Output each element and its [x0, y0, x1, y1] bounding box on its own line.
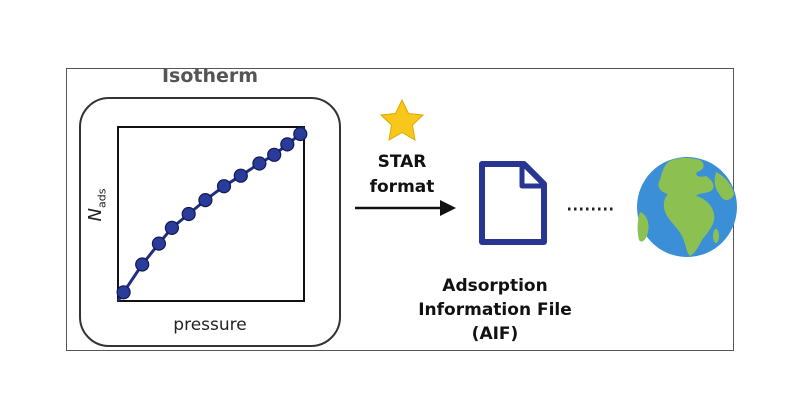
data-point — [252, 156, 267, 171]
star-format-label: STAR format — [352, 150, 452, 200]
x-axis-label: pressure — [173, 315, 247, 335]
data-point — [181, 206, 196, 222]
plot-marks — [116, 126, 308, 302]
star-icon — [379, 98, 425, 141]
aif-line-2: Information File — [418, 300, 572, 320]
data-point — [267, 147, 282, 162]
data-point — [233, 168, 248, 183]
aif-line-3: (AIF) — [471, 324, 519, 344]
data-point — [293, 126, 308, 142]
data-point — [135, 257, 150, 272]
isotherm-title: Isotherm — [161, 65, 259, 87]
data-point — [164, 220, 179, 235]
aif-label: Adsorption Information File (AIF) — [405, 274, 585, 346]
data-point — [216, 179, 232, 194]
data-point — [116, 285, 131, 300]
file-icon — [479, 161, 547, 245]
arrow-head — [440, 200, 456, 216]
data-point — [198, 193, 213, 208]
globe-icon — [637, 157, 737, 257]
plot-area — [117, 126, 305, 302]
aif-line-1: Adsorption — [442, 276, 548, 296]
isotherm-panel — [79, 97, 341, 347]
star-format-line-1: STAR — [377, 152, 427, 172]
star-format-line-2: format — [369, 177, 435, 197]
data-point — [280, 137, 295, 152]
data-point — [151, 236, 166, 251]
